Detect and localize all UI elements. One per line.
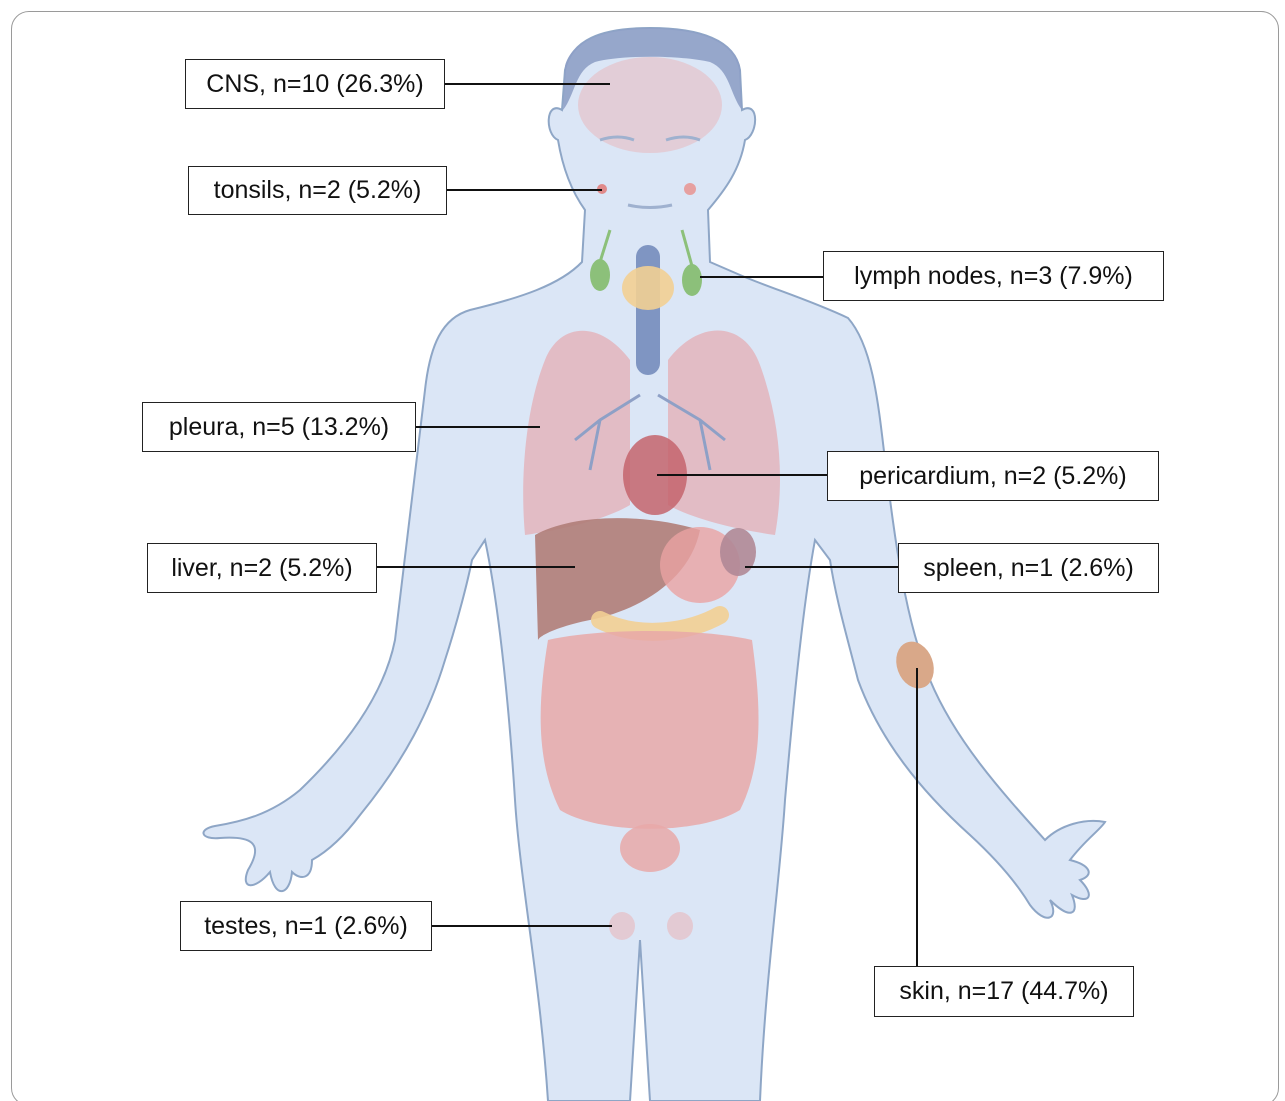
- thyroid: [622, 266, 674, 310]
- label-spleen: spleen, n=1 (2.6%): [898, 543, 1159, 593]
- label-testes: testes, n=1 (2.6%): [180, 901, 432, 951]
- label-lymph-nodes: lymph nodes, n=3 (7.9%): [823, 251, 1164, 301]
- tonsil-right: [684, 183, 696, 195]
- label-pericardium: pericardium, n=2 (5.2%): [827, 451, 1159, 501]
- lymph-node-left: [590, 259, 610, 291]
- testis-left: [609, 912, 635, 940]
- lymph-node-right: [682, 264, 702, 296]
- spleen: [720, 528, 756, 576]
- label-pleura: pleura, n=5 (13.2%): [142, 402, 416, 452]
- label-liver: liver, n=2 (5.2%): [147, 543, 377, 593]
- bladder: [620, 824, 680, 872]
- label-skin: skin, n=17 (44.7%): [874, 966, 1134, 1017]
- label-cns: CNS, n=10 (26.3%): [185, 59, 445, 109]
- intestines: [541, 631, 759, 829]
- label-tonsils: tonsils, n=2 (5.2%): [188, 166, 447, 215]
- testis-right: [667, 912, 693, 940]
